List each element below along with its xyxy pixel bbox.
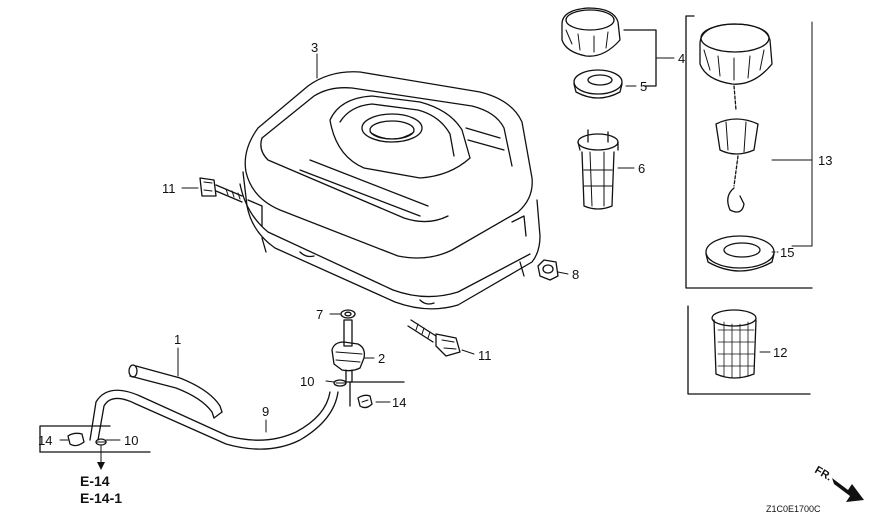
front-arrow-label: FR.	[813, 464, 834, 483]
frame-14-right	[349, 381, 405, 407]
callout-10-lower: 10	[124, 433, 138, 448]
clip-10-upper	[333, 379, 347, 387]
callout-7: 7	[316, 307, 323, 322]
callout-8: 8	[572, 267, 579, 282]
frame-14-left	[39, 425, 151, 453]
callout-4: 4	[678, 51, 685, 66]
ref-e14-1[interactable]: E-14-1	[80, 490, 122, 506]
bracket-4	[623, 29, 657, 87]
callout-5: 5	[640, 79, 647, 94]
fuel-valve-2	[331, 319, 366, 383]
packing-7	[340, 309, 356, 319]
ref-e14[interactable]: E-14	[80, 473, 110, 489]
callout-1: 1	[174, 332, 181, 347]
fuel-strainer-12	[711, 309, 757, 379]
callout-3: 3	[311, 40, 318, 55]
assembly-frame-13	[685, 15, 813, 289]
callout-11-right: 11	[478, 348, 492, 363]
callout-11-left: 11	[162, 181, 176, 196]
assembly-frame-12	[687, 305, 811, 395]
fuel-tube-9	[89, 389, 339, 450]
callout-10-upper: 10	[300, 374, 314, 389]
bolt-11-left	[199, 177, 243, 203]
callout-2: 2	[378, 351, 385, 366]
callout-13: 13	[818, 153, 832, 168]
fuel-cap-assy-13	[699, 23, 773, 213]
callout-9: 9	[262, 404, 269, 419]
gasket-15	[705, 235, 775, 272]
nut-8	[537, 259, 559, 281]
callout-15: 15	[780, 245, 794, 260]
callout-6: 6	[638, 161, 645, 176]
clip-14-left	[67, 432, 85, 447]
filler-cap-4	[561, 7, 621, 57]
front-arrow	[832, 478, 864, 502]
callout-12: 12	[773, 345, 787, 360]
clip-10-lower	[95, 438, 107, 446]
fuel-tank	[239, 71, 541, 310]
clip-14-right	[357, 394, 373, 409]
fuel-filter-6	[577, 129, 619, 210]
leader-lines	[59, 21, 813, 467]
protector-tube-1	[128, 364, 223, 419]
ref-arrow-head	[97, 462, 105, 470]
callout-14-right: 14	[392, 395, 406, 410]
diagram-code: Z1C0E1700C	[766, 504, 821, 514]
bolt-11-right	[407, 319, 461, 357]
callout-14-left: 14	[38, 433, 52, 448]
cap-gasket-5	[573, 69, 623, 99]
